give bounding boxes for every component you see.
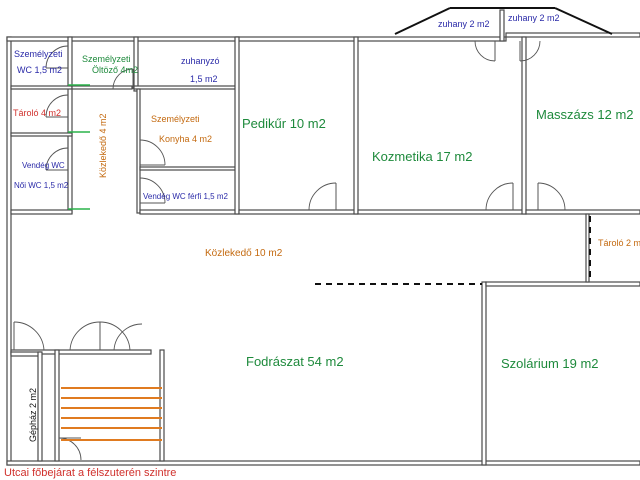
label-szemelyzeti-wc-1: Személyzeti xyxy=(14,49,63,59)
label-oltozo-1: Személyzeti xyxy=(82,54,131,64)
door-swings xyxy=(13,40,566,461)
label-zuhany-right: zuhany 2 m2 xyxy=(508,13,560,23)
upper-right-walls xyxy=(238,9,640,215)
green-door-leaves xyxy=(68,84,90,210)
label-kozlekedo-vertical: Közlekedő 4 m2 xyxy=(98,113,108,178)
label-tarolo-right: Tároló 2 m xyxy=(598,238,640,248)
label-konyha-2: Konyha 4 m2 xyxy=(159,134,212,144)
label-vendeg-wc-1: Vendég WC xyxy=(22,161,65,170)
label-konyha-1: Személyzeti xyxy=(151,114,200,124)
footer-note: Utcai főbejárat a félszuterén szintre xyxy=(4,467,176,479)
label-gephaz: Gépház 2 m2 xyxy=(28,388,38,442)
label-oltozo-2: Öltöző 4m2 xyxy=(92,65,138,75)
staircase xyxy=(61,387,162,441)
label-tarolo-left: Tároló 4 m2 xyxy=(13,108,61,118)
dashed-partitions xyxy=(315,216,591,285)
label-zuhanyzo-2: 1,5 m2 xyxy=(190,74,218,84)
upper-left-walls xyxy=(10,36,240,215)
label-szemelyzeti-wc-2: WC 1,5 m2 xyxy=(17,65,62,75)
label-szolarium: Szolárium 19 m2 xyxy=(501,356,599,371)
label-fodraszat: Fodrászat 54 m2 xyxy=(246,354,344,369)
label-vendeg-wc-2: Női WC 1,5 m2 xyxy=(14,181,69,190)
label-kozlekedo-main: Közlekedő 10 m2 xyxy=(205,248,283,259)
label-kozmetika: Kozmetika 17 m2 xyxy=(372,149,472,164)
label-zuhanyzo-1: zuhanyzó xyxy=(181,56,220,66)
label-pedikur: Pedikűr 10 m2 xyxy=(242,116,326,131)
lower-walls xyxy=(10,213,640,466)
label-masszazs: Masszázs 12 m2 xyxy=(536,107,634,122)
label-zuhany-left: zuhany 2 m2 xyxy=(438,19,490,29)
outer-walls xyxy=(6,32,640,466)
room-labels: Személyzeti WC 1,5 m2 Személyzeti Öltöző… xyxy=(13,13,640,442)
label-vendeg-wc-ferfi: Vendég WC férfi 1,5 m2 xyxy=(143,192,228,201)
shower-roof-lines xyxy=(394,7,613,35)
